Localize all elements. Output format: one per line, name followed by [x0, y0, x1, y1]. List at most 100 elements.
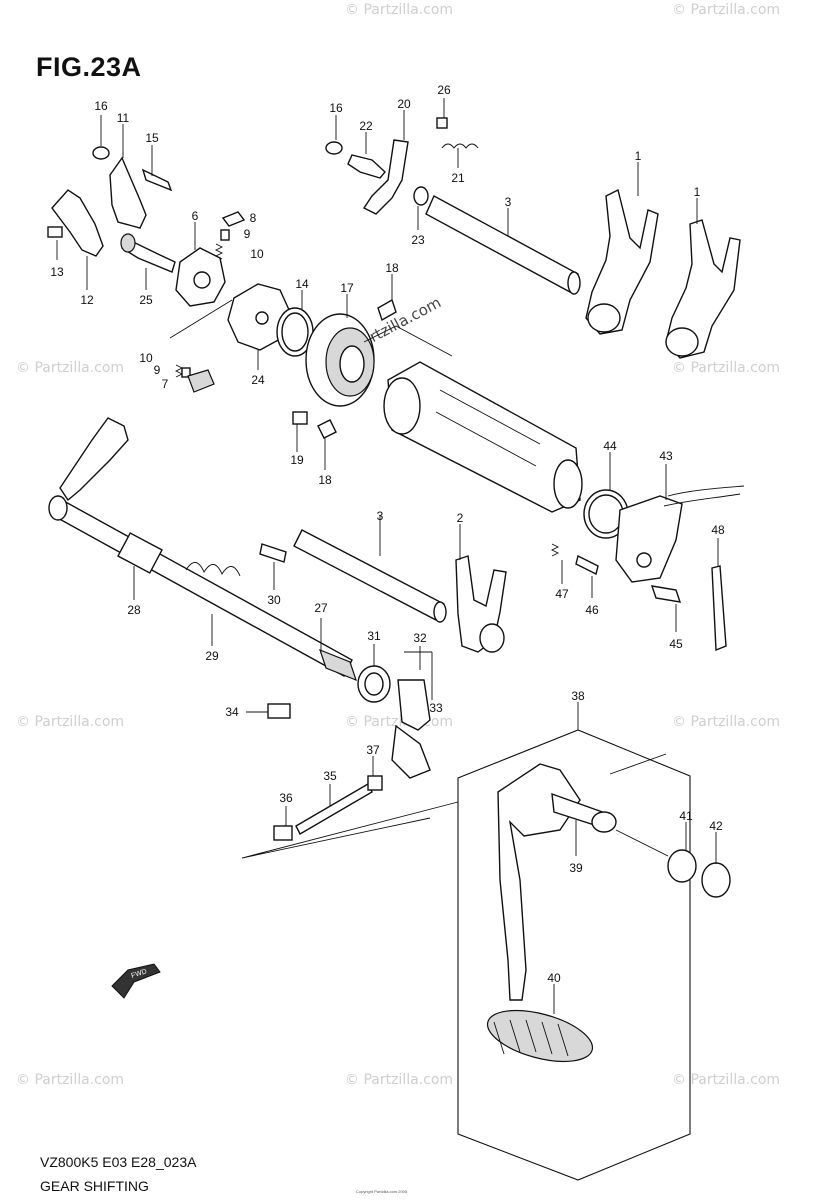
washer-16: [92, 146, 110, 160]
callout-label: 39: [569, 861, 583, 875]
callout-label: 25: [139, 293, 153, 307]
plate-18b: [317, 419, 337, 439]
spring-10b: [174, 364, 184, 378]
callout-label: 44: [603, 439, 617, 453]
callout-label: 30: [267, 593, 281, 607]
callout-label: 37: [366, 743, 380, 757]
seal-31-inner: [364, 672, 384, 696]
spring-47: [550, 543, 560, 557]
shaft-end-left: [48, 495, 68, 521]
shaft-end: [567, 271, 581, 295]
gear-hub: [193, 271, 211, 289]
callout-label: 12: [80, 293, 94, 307]
stopper-assembly: [47, 146, 176, 273]
diagram-name: GEAR SHIFTING: [40, 1178, 149, 1194]
switch-hole: [636, 552, 652, 568]
shift-fork-1b: [665, 219, 741, 359]
switch-wire: [667, 485, 745, 497]
spring-10: [214, 243, 224, 260]
callout-label: 6: [192, 209, 199, 223]
callout-label: 15: [145, 131, 159, 145]
rod-35: [295, 783, 373, 835]
watermark: © Partzilla.com: [672, 360, 780, 376]
diagram-code: VZ800K5 E03 E28_023A: [40, 1154, 197, 1170]
pin-30: [259, 543, 287, 563]
callout-label: 9: [244, 227, 251, 241]
pawl-7: [187, 369, 215, 393]
shift-arm-plate: [59, 417, 129, 502]
forward-arrow-icon: FWD: [111, 963, 161, 999]
callout-label: 7: [162, 377, 169, 391]
callout-label: 38: [571, 689, 585, 703]
shift-cam-drum: [363, 325, 583, 513]
gearshift-shaft-assembly: [48, 417, 391, 703]
watermark: © Partzilla.com: [16, 360, 124, 376]
bushing-28: [117, 532, 163, 574]
fork-1b-boss: [665, 327, 699, 357]
pedal-rubber-40: [486, 1009, 594, 1063]
shift-forks-1: [585, 188, 741, 359]
pawl-8: [221, 211, 246, 227]
leader-pivot: [609, 753, 669, 857]
stopper-plate-11: [109, 156, 147, 229]
callout-label: 47: [555, 587, 569, 601]
watermark: © Partzilla.com: [672, 2, 780, 18]
spring-29: [185, 562, 241, 577]
cam-drum-end: [383, 377, 421, 435]
pivot-end: [591, 811, 617, 833]
nut-37: [367, 775, 383, 791]
watermark: © Partzilla.com: [16, 714, 124, 730]
fwd-label: FWD: [130, 968, 147, 980]
pin-46: [575, 554, 599, 576]
screw-45: [650, 585, 682, 603]
callout-label: 16: [94, 99, 108, 113]
circlip-42: [701, 862, 731, 898]
callout-label: 24: [251, 373, 265, 387]
callout-label: 11: [117, 111, 130, 125]
callout-label: 13: [50, 265, 64, 279]
fwd-arrow-shape: [111, 963, 161, 999]
callout-label: 10: [139, 351, 153, 365]
watermark: © Partzilla.com: [672, 714, 780, 730]
callout-label: 43: [659, 449, 673, 463]
plate-18: [377, 298, 397, 322]
washer-23: [413, 186, 429, 206]
rubber-ribs: [493, 1019, 569, 1057]
shaft-lower-end: [433, 601, 447, 623]
gearshift-shaft-27: [53, 499, 353, 677]
shift-arm-upper: [325, 117, 479, 215]
callout-label: 16: [329, 101, 343, 115]
callout-label: 8: [250, 211, 257, 225]
bolt-34: [267, 703, 291, 719]
neutral-switch-assembly: [550, 485, 745, 652]
callout-label: 40: [547, 971, 561, 985]
callout-label: 42: [709, 819, 723, 833]
fork-shaft-3-lower: [293, 529, 507, 653]
callout-label: 18: [318, 473, 332, 487]
clamp-48: [711, 565, 727, 652]
pedal-lever: [497, 763, 581, 1001]
washer-41: [667, 849, 697, 883]
watermark: © Partzilla.com: [345, 2, 453, 18]
callout-label: 3: [505, 195, 512, 209]
callout-label: 41: [679, 809, 693, 823]
shaft-body: [425, 195, 579, 293]
stopper-hole: [255, 311, 269, 325]
callout-label: 28: [127, 603, 141, 617]
callout-label: 2: [457, 511, 464, 525]
cam-gear-assembly: [169, 211, 314, 393]
cam-drum-body: [387, 361, 581, 513]
watermark: © Partzilla.com: [16, 1072, 124, 1088]
fork-1a-boss: [587, 303, 621, 333]
arm-20: [362, 139, 409, 215]
neutral-switch-43: [615, 495, 683, 583]
switch-wire-b: [663, 493, 741, 507]
callout-label: 36: [279, 791, 293, 805]
callout-labels: 1 1 2 3 3 6 7 8 9 9 10 10 11 12 13 14 15…: [50, 83, 725, 985]
callout-label: 14: [295, 277, 309, 291]
callout-label: 1: [635, 149, 642, 163]
pin-9b: [181, 367, 191, 378]
callout-label: 18: [385, 261, 399, 275]
callout-label: 21: [451, 171, 465, 185]
